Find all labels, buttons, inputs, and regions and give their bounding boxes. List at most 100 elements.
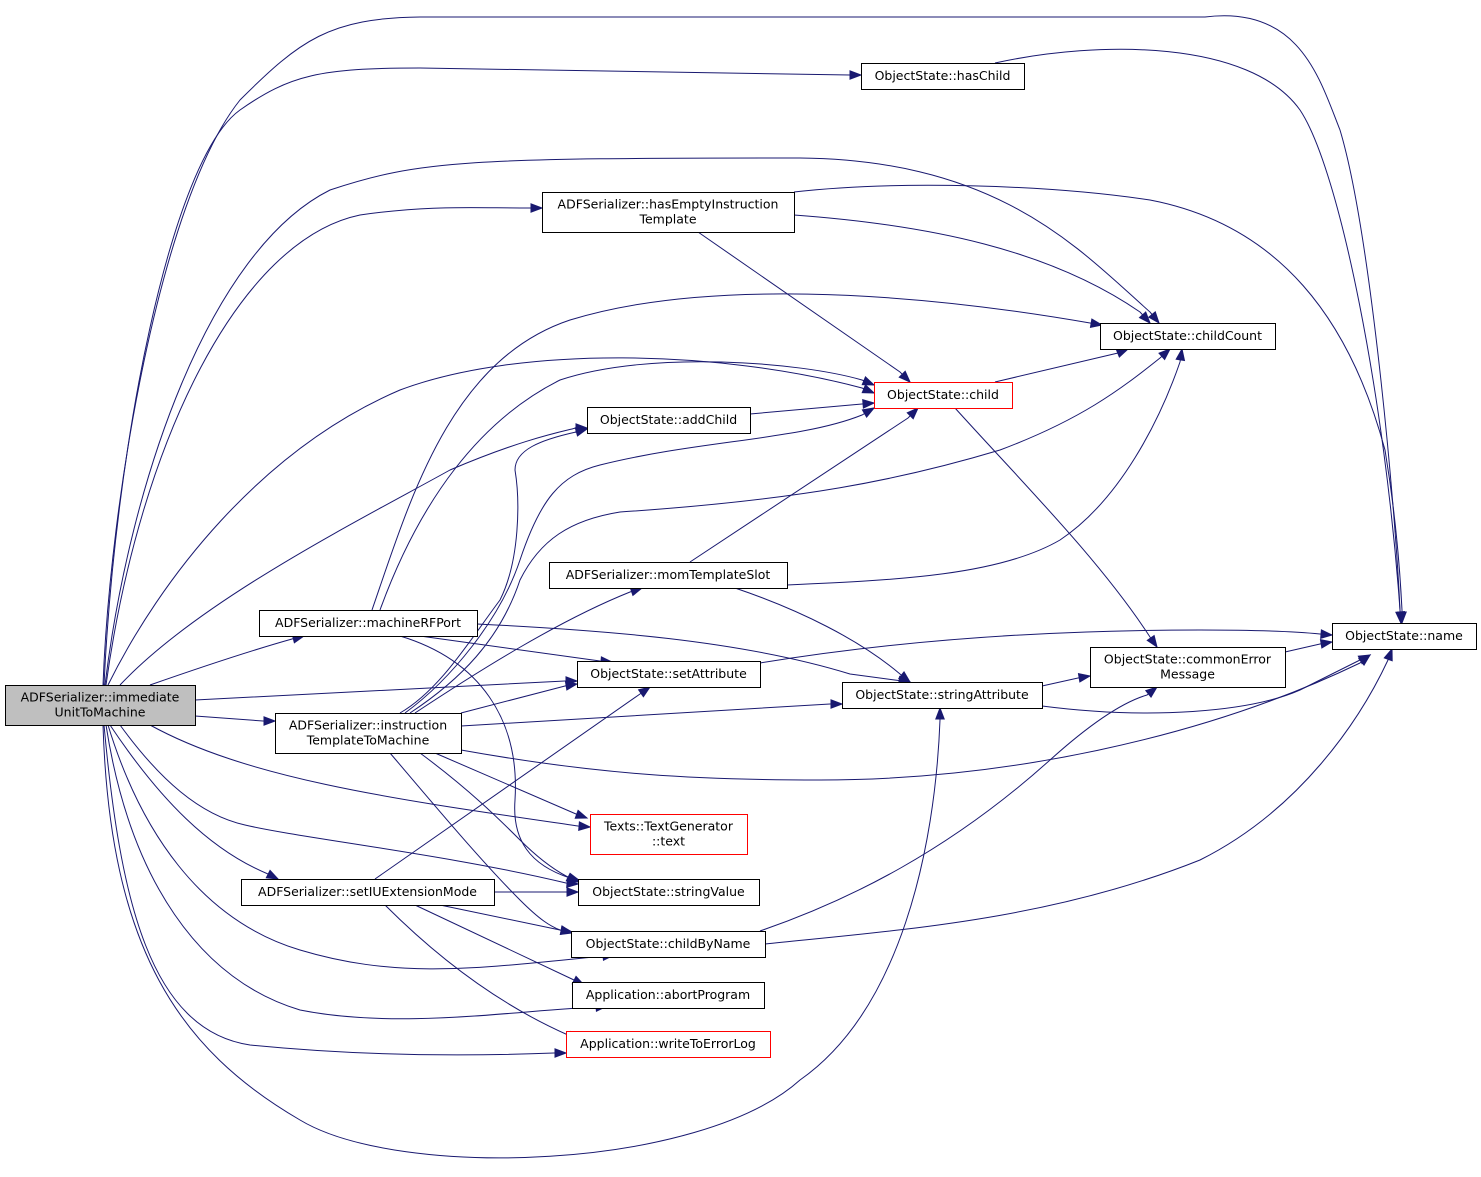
edge-root-to-hasEmpty xyxy=(105,203,544,686)
node-label: ObjectState::name xyxy=(1345,628,1463,643)
edge-instrTemplate-to-child xyxy=(404,407,876,714)
node-box[interactable] xyxy=(874,382,1013,409)
node-label: ADFSerializer::hasEmptyInstruction xyxy=(558,197,779,212)
edge-line xyxy=(749,402,875,415)
node-setIU[interactable]: ADFSerializer::setIUExtensionMode xyxy=(241,879,495,906)
edge-line xyxy=(404,407,875,714)
node-box[interactable] xyxy=(861,63,1025,90)
node-stringAttribute[interactable]: ObjectState::stringAttribute xyxy=(842,682,1043,709)
node-machineRFPort[interactable]: ADFSerializer::machineRFPort xyxy=(259,610,478,637)
edge-line xyxy=(194,715,275,722)
node-textGen[interactable]: Texts::TextGenerator::text xyxy=(590,814,748,855)
node-box[interactable] xyxy=(566,1031,771,1058)
node-box[interactable] xyxy=(259,610,478,637)
edge-line xyxy=(414,587,643,714)
node-box[interactable] xyxy=(587,407,751,434)
edge-machineRFPort-to-childCount xyxy=(371,293,1104,611)
node-momTemplateSlot[interactable]: ADFSerializer::momTemplateSlot xyxy=(549,562,788,589)
arrowhead xyxy=(1175,347,1186,362)
edge-root-to-machineRFPort xyxy=(149,634,306,686)
node-box[interactable] xyxy=(1100,323,1276,350)
edge-stringAttribute-to-name xyxy=(1041,654,1372,714)
arrowhead xyxy=(564,681,579,691)
node-box[interactable] xyxy=(5,685,196,726)
node-box[interactable] xyxy=(275,713,462,754)
node-box[interactable] xyxy=(542,192,795,233)
node-label: Texts::TextGenerator xyxy=(603,819,734,834)
node-setAttribute[interactable]: ObjectState::setAttribute xyxy=(577,661,761,688)
node-child[interactable]: ObjectState::child xyxy=(874,382,1013,409)
node-box[interactable] xyxy=(842,682,1043,709)
edge-instrTemplate-to-stringValue xyxy=(419,752,580,883)
edge-setIU-to-childByName xyxy=(439,904,574,935)
node-instrTemplate[interactable]: ADFSerializer::instructionTemplateToMach… xyxy=(275,713,462,754)
arrowhead xyxy=(898,370,911,383)
edge-hasEmpty-to-childCount xyxy=(793,214,1151,325)
node-childByName[interactable]: ObjectState::childByName xyxy=(571,931,766,958)
node-label: ADFSerializer::immediate xyxy=(21,690,180,705)
arrowhead xyxy=(1357,654,1372,665)
node-box[interactable] xyxy=(1090,647,1286,688)
node-box[interactable] xyxy=(1332,623,1477,650)
node-abortProgram[interactable]: Application::abortProgram xyxy=(572,982,765,1009)
arrowhead xyxy=(935,706,945,720)
edge-line xyxy=(102,15,1402,686)
node-box[interactable] xyxy=(590,814,748,855)
edge-line xyxy=(109,724,279,880)
node-label: ADFSerializer::setIUExtensionMode xyxy=(258,884,477,899)
node-box[interactable] xyxy=(577,661,761,688)
node-name[interactable]: ObjectState::name xyxy=(1332,623,1477,650)
node-childCount[interactable]: ObjectState::childCount xyxy=(1100,323,1276,350)
arrowhead xyxy=(1383,647,1393,662)
edge-stringAttribute-to-commonError xyxy=(1041,673,1092,687)
edge-line xyxy=(1041,654,1371,714)
edge-root-to-childCount xyxy=(104,157,1160,686)
node-addChild[interactable]: ObjectState::addChild xyxy=(587,407,751,434)
arrowhead xyxy=(1144,686,1159,699)
arrowhead xyxy=(1319,639,1334,649)
node-label: ObjectState::child xyxy=(887,387,999,402)
arrowhead xyxy=(1077,673,1092,683)
edge-line xyxy=(954,407,1158,648)
edge-instrTemplate-to-childCount xyxy=(409,348,1172,714)
node-box[interactable] xyxy=(572,982,765,1009)
edge-line xyxy=(759,629,1333,664)
arrowhead xyxy=(1158,348,1172,361)
arrowhead xyxy=(1397,611,1407,625)
edge-instrTemplate-to-momTemplateSlot xyxy=(414,586,644,714)
edge-instrTemplate-to-childByName xyxy=(389,752,574,935)
edge-line xyxy=(419,752,579,883)
node-writeToErrorLog[interactable]: Application::writeToErrorLog xyxy=(566,1031,771,1058)
edge-childByName-to-commonError xyxy=(759,686,1159,932)
arrowhead xyxy=(849,70,863,80)
node-box[interactable] xyxy=(571,931,766,958)
edge-instrTemplate-to-stringAttribute xyxy=(460,699,844,727)
node-label: ObjectState::hasChild xyxy=(875,68,1011,83)
arrowhead xyxy=(861,407,876,419)
arrowhead xyxy=(578,821,592,831)
arrowhead xyxy=(566,887,580,897)
edge-machineRFPort-to-stringValue xyxy=(399,635,582,883)
node-box[interactable] xyxy=(578,879,760,906)
edge-instrTemplate-to-textGen xyxy=(434,752,589,819)
node-hasChild[interactable]: ObjectState::hasChild xyxy=(861,63,1025,90)
node-box[interactable] xyxy=(549,562,788,589)
node-box[interactable] xyxy=(241,879,495,906)
edge-momTemplateSlot-to-childCount xyxy=(786,347,1186,586)
edge-line xyxy=(149,635,305,686)
node-hasEmpty[interactable]: ADFSerializer::hasEmptyInstructionTempla… xyxy=(542,192,795,233)
node-label: ObjectState::childCount xyxy=(1113,328,1262,343)
edge-line xyxy=(119,724,579,885)
arrowhead xyxy=(1138,311,1151,325)
node-label: ADFSerializer::machineRFPort xyxy=(275,615,461,630)
arrowhead xyxy=(906,407,919,420)
edge-line xyxy=(460,683,578,714)
arrowhead xyxy=(559,925,574,935)
node-stringValue[interactable]: ObjectState::stringValue xyxy=(578,879,760,906)
edge-setIU-to-setAttribute xyxy=(374,686,652,880)
node-label: ADFSerializer::momTemplateSlot xyxy=(566,567,771,582)
edge-line xyxy=(994,348,1129,383)
edge-setIU-to-stringValue xyxy=(494,887,580,897)
